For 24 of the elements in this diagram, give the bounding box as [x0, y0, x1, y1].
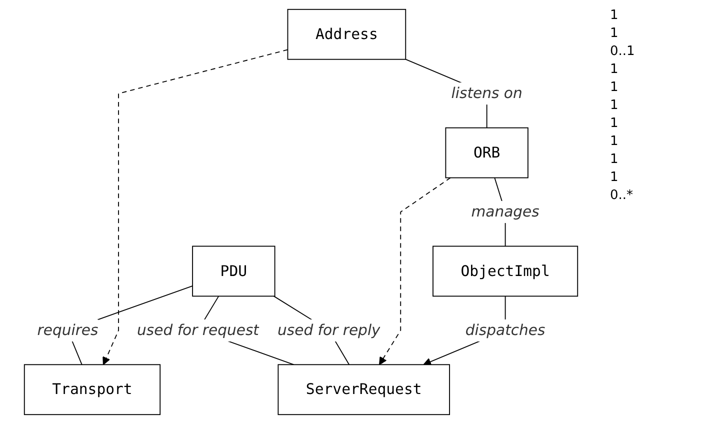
multiplicity-label: 1: [610, 8, 620, 23]
multiplicity-label: 1: [610, 152, 620, 167]
multiplicity-label: 1: [610, 134, 620, 149]
node-box: ServerRequest: [278, 364, 450, 416]
arrow: [379, 177, 451, 366]
multiplicity-label: 1: [610, 170, 620, 185]
multiplicity-label: 0..*: [610, 188, 634, 203]
edge-label: requires: [37, 321, 98, 339]
node-box: Address: [287, 8, 406, 60]
arrow: [102, 49, 288, 366]
node-box: PDU: [192, 246, 276, 297]
node-box: ObjectImpl: [432, 246, 578, 297]
multiplicity-label: 1: [610, 98, 620, 113]
multiplicity-label: 1: [610, 116, 620, 131]
edge-label: manages: [471, 202, 540, 220]
node-box: Transport: [24, 364, 161, 416]
multiplicity-label: 1: [610, 62, 620, 77]
node-box: ORB: [445, 127, 528, 178]
multiplicity-label: 1: [610, 80, 620, 95]
edge-label: dispatches: [465, 321, 546, 339]
edge-label: used for reply: [278, 321, 380, 339]
edge-label: listens on: [451, 84, 522, 102]
multiplicity-label: 1: [610, 26, 620, 41]
multiplicity-label: 0..1: [610, 44, 636, 59]
